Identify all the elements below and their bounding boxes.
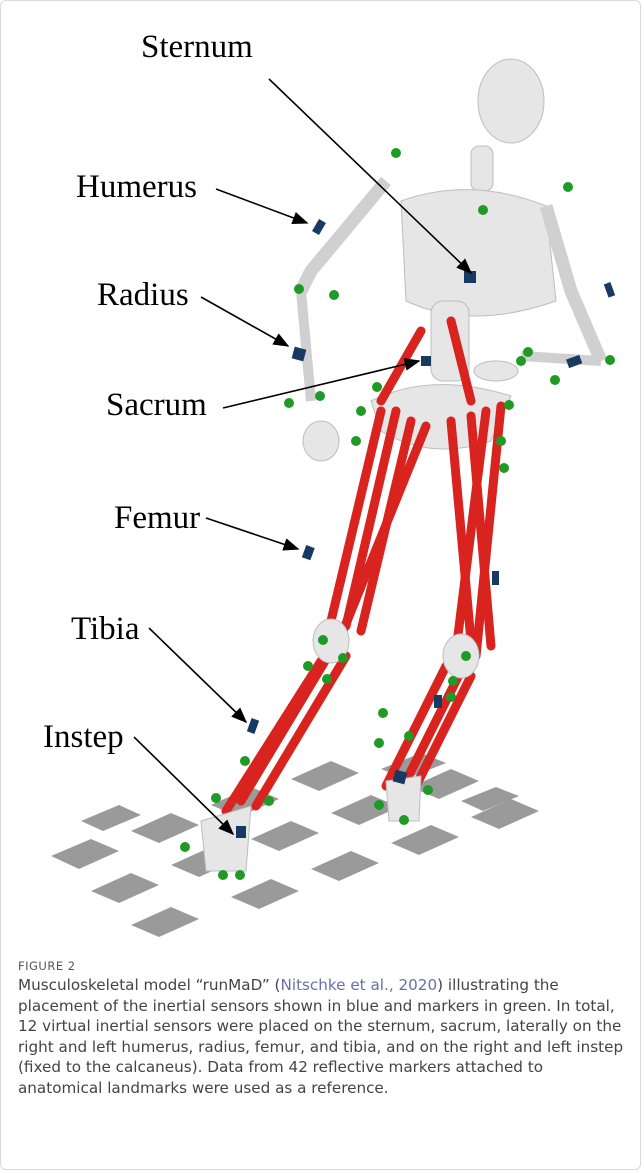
- label-tibia: Tibia: [71, 611, 140, 647]
- label-instep: Instep: [43, 719, 124, 755]
- label-femur: Femur: [114, 500, 200, 536]
- skeleton: [301, 59, 601, 461]
- label-sternum: Sternum: [141, 29, 253, 65]
- checkerboard-floor: [51, 753, 539, 937]
- figure-caption: FIGURE 2 Musculoskeletal model “runMaD” …: [18, 959, 630, 1098]
- caption-text-before: Musculoskeletal model “runMaD” (: [18, 976, 280, 994]
- musculoskeletal-illustration: Sternum Humerus Radius Sacrum Femur Tibi…: [1, 1, 641, 951]
- figure-number: FIGURE 2: [18, 959, 630, 973]
- caption-text-after: ) illustrating the placement of the iner…: [18, 976, 623, 1097]
- caption-text: Musculoskeletal model “runMaD” (Nitschke…: [18, 975, 630, 1098]
- label-sacrum: Sacrum: [106, 387, 207, 423]
- label-radius: Radius: [97, 277, 189, 313]
- citation-link[interactable]: Nitschke et al., 2020: [280, 976, 437, 994]
- label-humerus: Humerus: [76, 169, 197, 205]
